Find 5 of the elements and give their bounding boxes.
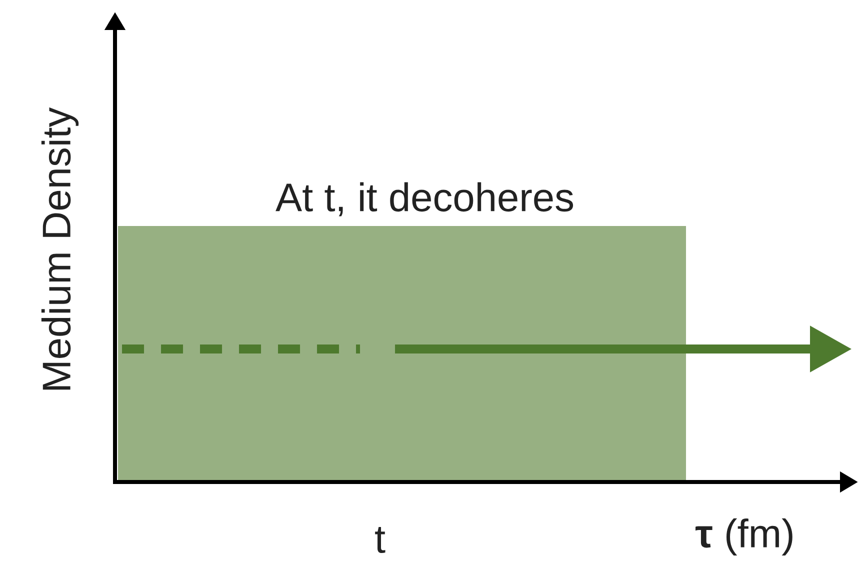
tick-label: t xyxy=(375,526,386,554)
axis-label: τ (fm) xyxy=(696,518,792,556)
axis-label: Medium Density xyxy=(41,107,79,390)
heading-text: At t, it decoheres xyxy=(276,182,574,216)
shaded-band xyxy=(118,182,686,480)
